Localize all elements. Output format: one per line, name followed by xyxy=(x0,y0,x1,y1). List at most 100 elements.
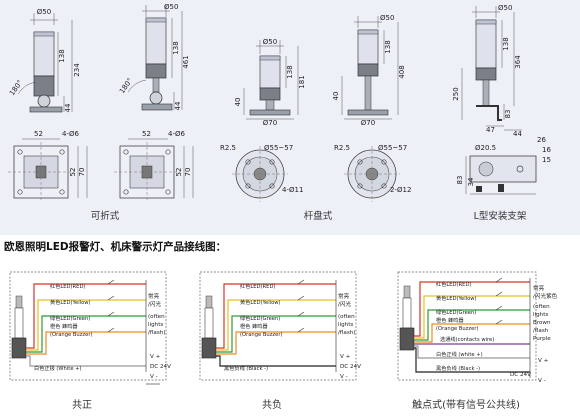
dim-52: 52 xyxy=(34,130,43,138)
side-flash-purple-cn: /闪光紫色 xyxy=(533,292,558,300)
dim-47: 47 xyxy=(486,126,495,134)
dim-52: 52 xyxy=(142,130,151,138)
dim-181: 181 xyxy=(298,75,306,88)
side-flash: /flash xyxy=(533,328,549,334)
figure-foldable-short: Ø50 138 180° 234 44 52 4-Ø6 52 70 xyxy=(8,8,88,202)
figure-pole-short: Ø50 Ø70 138 181 40 R2.5 Ø55~57 4-Ø11 xyxy=(220,38,306,202)
dim-138: 138 xyxy=(384,40,392,53)
side-often-cn: 常亮 xyxy=(533,284,545,292)
dim-461: 461 xyxy=(182,55,190,68)
dim-r25: R2.5 xyxy=(220,144,236,152)
dim-70v: 70 xyxy=(78,168,86,177)
dim-4phi6: 4-Ø6 xyxy=(62,130,79,138)
v-minus: V - xyxy=(150,374,158,380)
dc-24v: DC 24V xyxy=(510,372,531,378)
side-flash-cn: /闪光 xyxy=(148,300,161,308)
dim-364: 364 xyxy=(514,55,522,69)
dim-44: 44 xyxy=(174,101,182,110)
dim-16: 16 xyxy=(542,146,551,154)
wire-orange-label: 橙色 蜂鸣器 xyxy=(436,316,464,324)
v-plus: V + xyxy=(150,354,161,360)
dim-138: 138 xyxy=(58,49,66,62)
dimension-panel: Ø50 138 180° 234 44 52 4-Ø6 52 70 Ø50 xyxy=(0,0,580,235)
figure-foldable-tall: Ø50 180° 138 461 44 52 4-Ø6 52 70 xyxy=(114,3,194,202)
dim-phi50: Ø50 xyxy=(498,4,512,12)
dim-138: 138 xyxy=(172,41,180,54)
dim-83: 83 xyxy=(504,110,512,119)
side-flash-en: /flash) xyxy=(148,330,165,336)
wire-black-label: 黑色负线 (Black -) xyxy=(224,364,268,372)
caption-pole: 杆盘式 xyxy=(304,210,333,222)
wire-yellow-label: 黄色LED(Yellow) xyxy=(50,298,91,306)
dim-70v: 70 xyxy=(184,168,192,177)
dim-34: 34 xyxy=(467,177,475,186)
caption-l-bracket: L型安装支架 xyxy=(474,210,527,222)
side-often-en: (often xyxy=(148,314,165,320)
wire-orange-en-label: (Orange Buzzer) xyxy=(240,332,282,338)
caption-contact-type: 触点式(带有信号公共线) xyxy=(412,398,520,411)
v-plus: V + xyxy=(538,358,549,364)
dimension-drawings: Ø50 138 180° 234 44 52 4-Ø6 52 70 Ø50 xyxy=(8,3,551,222)
side-often-cn: 常亮 xyxy=(148,292,160,300)
wire-red-label: 红色LED(RED) xyxy=(50,282,85,290)
wire-green-label: 绿色LED(Green) xyxy=(50,314,90,322)
dim-83h: 83 xyxy=(456,176,464,185)
v-minus: V - xyxy=(340,374,348,380)
dim-4phi11: 4-Ø11 xyxy=(282,186,303,194)
dim-40: 40 xyxy=(332,92,340,101)
dim-234: 234 xyxy=(73,63,81,77)
dim-phi55: Ø55~57 xyxy=(264,144,293,152)
wiring-contact-type: 红色LED(RED) 黄色LED(Yellow) 绿色LED(Green) 橙色… xyxy=(397,271,558,384)
dim-phi50: Ø50 xyxy=(263,38,277,46)
dim-138: 138 xyxy=(502,37,510,50)
wire-orange-label: 橙色 蜂鸣器 xyxy=(240,322,268,330)
wire-white-label: 白色正极 (White +) xyxy=(34,364,82,372)
wire-white-label: 白色正线 (white +) xyxy=(436,350,483,358)
dim-52v: 52 xyxy=(69,168,77,177)
side-lights-en: lights xyxy=(533,312,548,318)
caption-common-positive: 共正 xyxy=(72,399,92,411)
wire-orange-en-label: (Orange Buzzer) xyxy=(50,332,92,338)
side-often-en: (often xyxy=(533,304,550,310)
figure-l-bracket: Ø50 138 364 250 83 47 44 26 Ø20.5 16 15 … xyxy=(452,4,551,195)
dim-phi20: Ø20.5 xyxy=(475,144,496,152)
dim-408: 408 xyxy=(398,65,406,78)
dim-r25: R2.5 xyxy=(334,144,350,152)
wire-signal-label: 选通线(contacts wire) xyxy=(440,335,494,343)
dim-138: 138 xyxy=(286,65,294,78)
side-often-en: (often xyxy=(338,314,355,320)
dim-phi70: Ø70 xyxy=(263,119,277,127)
wire-red-label: 红色LED(RED) xyxy=(436,280,471,288)
dim-44: 44 xyxy=(64,103,72,112)
caption-foldable: 可折式 xyxy=(91,210,120,222)
side-lights-en: lights xyxy=(338,322,353,328)
side-brown: Brown xyxy=(533,320,551,326)
dim-26: 26 xyxy=(537,136,546,144)
dim-phi50: Ø50 xyxy=(380,14,394,22)
side-often-cn: 常亮 xyxy=(338,292,350,300)
dc-24v: DC 24V xyxy=(150,364,171,370)
dim-phi70: Ø70 xyxy=(361,119,375,127)
wire-yellow-label: 黄色LED(Yellow) xyxy=(240,298,281,306)
side-flash-cn: /闪光 xyxy=(338,300,351,308)
dim-40: 40 xyxy=(234,98,242,107)
dim-250: 250 xyxy=(452,87,460,100)
wire-red-label: 红色LED(RED) xyxy=(240,282,275,290)
v-plus: V + xyxy=(340,354,351,360)
figure-pole-tall: Ø50 Ø70 138 408 40 R2.5 Ø55~57 2-Ø12 xyxy=(332,14,411,202)
v-minus: V - xyxy=(538,378,546,384)
wiring-panel xyxy=(0,235,580,417)
dim-phi50: Ø50 xyxy=(164,3,178,11)
wire-green-label: 绿色LED(Green) xyxy=(436,308,476,316)
dim-15: 15 xyxy=(542,156,551,164)
dim-44: 44 xyxy=(513,130,522,138)
caption-common-negative: 共负 xyxy=(262,398,282,411)
wiring-common-positive: 红色LED(RED) 黄色LED(Yellow) 绿色LED(Green) 橙色… xyxy=(9,271,171,385)
wire-orange-en-label: (Orange Buzzer) xyxy=(436,326,478,332)
wire-orange-label: 橙色 蜂鸣器 xyxy=(50,322,78,330)
dim-52v: 52 xyxy=(175,168,183,177)
wiring-title: 欧恩照明LED报警灯、机床警示灯产品接线图： xyxy=(4,241,227,253)
side-flash-en: /flash) xyxy=(338,330,355,336)
dim-phi50: Ø50 xyxy=(37,8,51,16)
